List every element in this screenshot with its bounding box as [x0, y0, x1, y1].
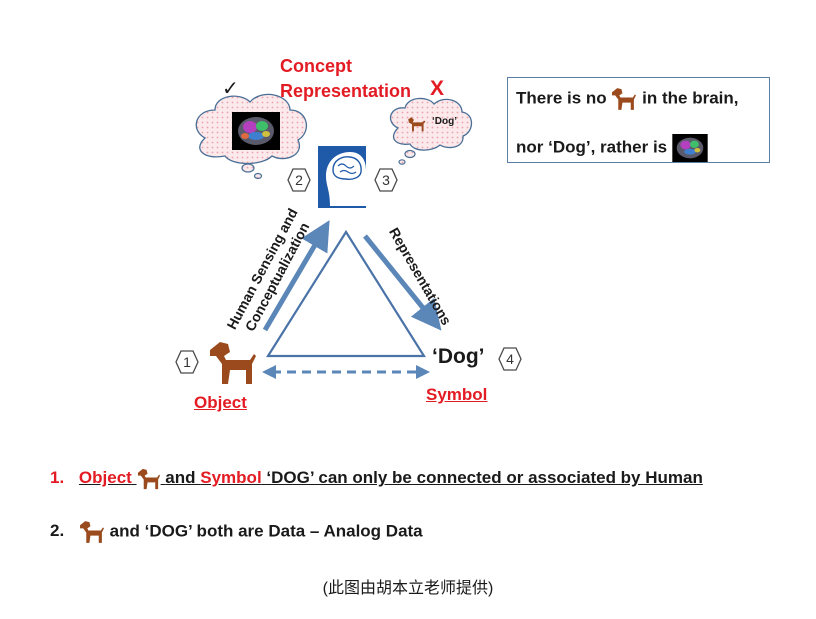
statement-1: 1. Object and Symbol ‘DOG’ can only be c… — [50, 467, 703, 491]
concept-representation-title: Concept Representation — [280, 54, 411, 104]
brain-scan-inline-icon — [672, 134, 708, 162]
hex-num-3: 3 — [382, 172, 390, 188]
dog-object-icon — [210, 342, 256, 384]
info-box: There is no in the brain, nor ‘Dog’, rat… — [507, 77, 770, 163]
cloud-dog-text: ‘Dog’ — [432, 116, 457, 127]
info-line1-after: in the brain, — [642, 88, 739, 108]
statement-1-number: 1. — [50, 468, 65, 488]
dog-symbol-text: ‘Dog’ — [432, 345, 485, 368]
hex-node-4 — [498, 347, 522, 371]
triangle — [266, 229, 426, 358]
dog-inline-icon — [612, 88, 637, 110]
concept-title-line2: Representation — [280, 81, 412, 101]
brain-scan-icon — [232, 112, 280, 150]
arrow-representations — [363, 234, 442, 331]
check-icon: ✓ — [222, 78, 239, 100]
info-line2-before: nor ‘Dog’, rather is — [516, 137, 668, 157]
head-brain-icon — [318, 146, 366, 208]
thought-cloud-left — [195, 93, 308, 180]
hex-num-1: 1 — [183, 354, 191, 370]
dog-statement-1-icon — [137, 468, 160, 490]
dog-small-cloud-icon — [408, 117, 426, 132]
dashed-association-arrow — [262, 365, 430, 379]
arrow-sensing — [262, 220, 330, 332]
hex-node-3 — [374, 168, 398, 192]
info-line1-before: There is no — [516, 88, 607, 108]
symbol-label: Symbol — [426, 385, 488, 404]
hex-node-2 — [287, 168, 311, 192]
hex-num-4: 4 — [506, 351, 514, 367]
hex-node-1 — [175, 350, 199, 374]
concept-title-line1: Concept — [280, 56, 352, 76]
dog-statement-2-icon — [79, 521, 104, 543]
caption: (此图由胡本立老师提供) — [322, 580, 494, 597]
statement-1-symbol: Symbol — [200, 468, 262, 488]
statement-1-rest: ‘DOG’ can only be connected or associate… — [266, 468, 703, 488]
thought-cloud-right — [389, 97, 473, 165]
statement-1-object: Object — [78, 468, 132, 488]
statement-1-and: and — [165, 468, 196, 488]
statement-2-rest: and ‘DOG’ both are Data – Analog Data — [109, 521, 423, 541]
statement-2-number: 2. — [50, 521, 65, 541]
statement-2: 2. and ‘DOG’ both are Data – Analog Data — [50, 519, 423, 545]
object-label: Object — [194, 393, 247, 412]
cross-icon: X — [430, 77, 445, 100]
hex-num-2: 2 — [295, 172, 303, 188]
info-line-1: There is no in the brain, — [516, 86, 739, 112]
info-line-2: nor ‘Dog’, rather is — [516, 134, 708, 162]
